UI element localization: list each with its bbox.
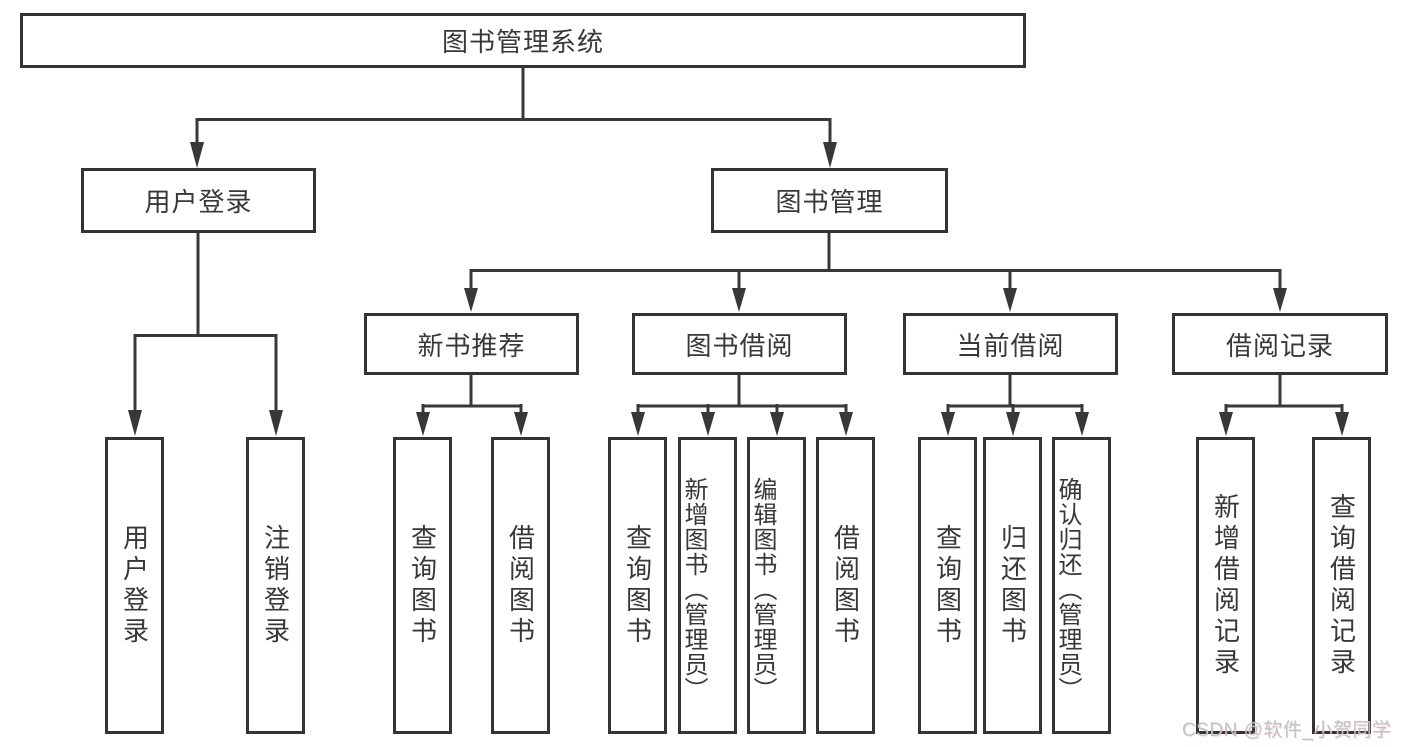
arrowhead-icon <box>514 412 528 436</box>
arrowhead-icon <box>464 288 478 312</box>
connector-current-borrow-children <box>941 375 1089 436</box>
arrowhead-icon <box>1335 412 1349 436</box>
arrowhead-icon <box>941 412 955 436</box>
arrowhead-icon <box>1273 288 1287 312</box>
arrowhead-icon <box>1003 288 1017 312</box>
arrowhead-icon <box>190 142 204 168</box>
leaf-add-book-admin: 新增图书（管理员） <box>678 437 737 734</box>
node-label: 用户登录 <box>144 187 253 217</box>
node-label: 借阅记录 <box>1225 330 1334 361</box>
connector-book-management-children <box>464 233 1287 312</box>
leaf-label: 编辑图书（管理员） <box>749 476 776 702</box>
connector-borrow-records-children <box>1219 375 1349 436</box>
node-new-book-recommend: 新书推荐 <box>364 313 579 375</box>
node-user-login: 用户登录 <box>81 168 316 233</box>
leaf-logout: 注销登录 <box>246 437 305 734</box>
arrowhead-icon <box>732 288 746 312</box>
leaf-label: 新增图书（管理员） <box>680 476 707 702</box>
leaf-add-borrow-record: 新增借阅记录 <box>1196 437 1255 734</box>
leaf-query-books-recommend: 查询图书 <box>393 437 452 734</box>
arrowhead-icon <box>839 412 853 436</box>
node-label: 当前借阅 <box>956 330 1065 361</box>
node-label: 新书推荐 <box>417 330 526 361</box>
leaf-label: 查询图书 <box>622 523 653 648</box>
connector-user-login-children <box>128 232 283 436</box>
node-label: 图书借阅 <box>685 330 794 361</box>
arrowhead-icon <box>1075 412 1089 436</box>
node-book-borrow: 图书借阅 <box>632 313 847 375</box>
leaf-query-books-current: 查询图书 <box>918 437 977 734</box>
leaf-query-books-borrow: 查询图书 <box>608 437 667 734</box>
arrowhead-icon <box>1006 412 1020 436</box>
arrowhead-icon <box>416 412 430 436</box>
leaf-edit-book-admin: 编辑图书（管理员） <box>747 437 806 734</box>
leaf-label: 借阅图书 <box>505 523 536 648</box>
node-library-system: 图书管理系统 <box>20 13 1026 68</box>
leaf-query-borrow-record: 查询借阅记录 <box>1312 437 1371 734</box>
leaf-borrow-books: 借阅图书 <box>816 437 875 734</box>
arrowhead-icon <box>128 410 142 436</box>
connector-book-borrow-children <box>631 375 853 436</box>
leaf-borrow-books-recommend: 借阅图书 <box>491 437 550 734</box>
arrowhead-icon <box>631 412 645 436</box>
leaf-label: 借阅图书 <box>830 523 861 648</box>
leaf-label: 查询借阅记录 <box>1326 492 1357 679</box>
arrowhead-icon <box>823 142 837 168</box>
leaf-label: 查询图书 <box>932 523 963 648</box>
leaf-label: 归还图书 <box>997 523 1028 648</box>
connector-new-book-recommend-children <box>416 375 528 436</box>
node-current-borrow: 当前借阅 <box>903 313 1118 375</box>
leaf-label: 查询图书 <box>407 523 438 648</box>
arrowhead-icon <box>269 410 283 436</box>
node-book-management: 图书管理 <box>711 168 948 233</box>
arrowhead-icon <box>701 412 715 436</box>
leaf-label: 新增借阅记录 <box>1210 492 1241 679</box>
connector-root-to-level2 <box>190 68 837 168</box>
node-label: 图书管理系统 <box>441 27 604 57</box>
node-label: 图书管理 <box>775 187 884 217</box>
watermark: CSDN @软件_小贺同学 <box>1182 720 1392 741</box>
node-borrow-records: 借阅记录 <box>1172 313 1388 375</box>
leaf-label: 注销登录 <box>260 523 291 648</box>
arrowhead-icon <box>770 412 784 436</box>
leaf-user-login: 用户登录 <box>105 437 164 734</box>
leaf-label: 确认归还（管理员） <box>1054 476 1081 702</box>
leaf-confirm-return-admin: 确认归还（管理员） <box>1052 437 1111 734</box>
leaf-label: 用户登录 <box>119 523 150 648</box>
arrowhead-icon <box>1219 412 1233 436</box>
leaf-return-book: 归还图书 <box>983 437 1042 734</box>
